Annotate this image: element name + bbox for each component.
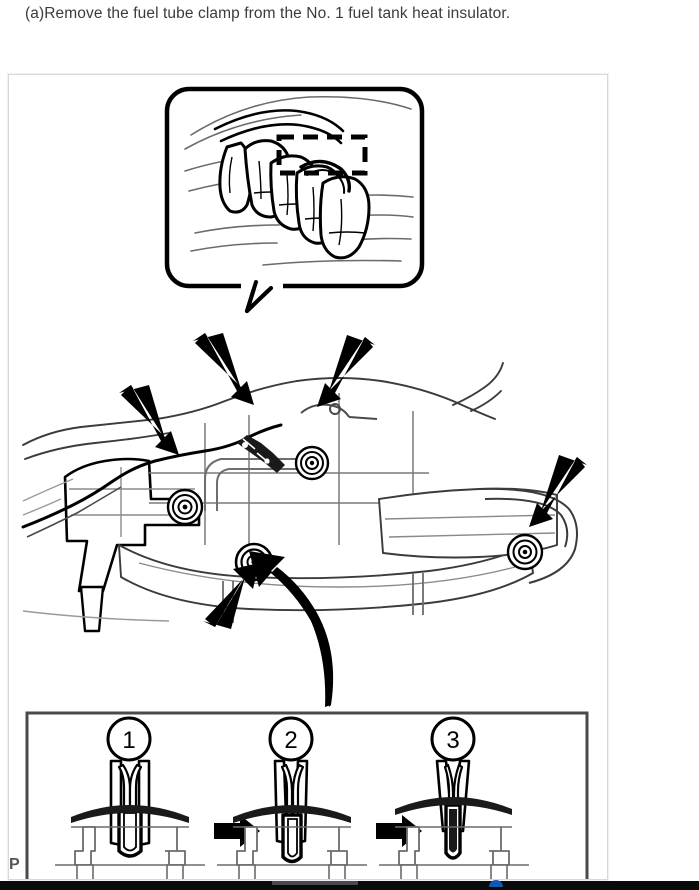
step-2-number: 2 [284,727,297,754]
arrow-to-right-end-grommet [529,455,587,527]
page-marker-label: P [9,856,20,873]
clamp-point-right-end [506,533,544,571]
step-1: 1 [55,716,205,879]
arrow-to-left-grommet [119,385,179,455]
arrow-to-upper-right-grommet [317,335,375,407]
fuel-tube-clamp [237,435,285,473]
bottom-accent-indicator [489,880,503,887]
clamp-point-upper-right [294,445,330,481]
arrow-to-center-bottom-grommet [203,563,259,629]
bottom-bar-handle[interactable] [272,881,358,885]
step-2: 2 [217,716,367,879]
step-1-circle [106,716,152,762]
instruction-text: (a)Remove the fuel tube clamp from the N… [25,5,511,22]
bottom-system-bar [0,881,699,890]
figure-illustration: 1 [21,86,589,879]
fuel-tank-assembly [21,362,578,633]
dashed-highlight-box [276,134,368,176]
callout-arrows [119,333,587,629]
step-1-number: 1 [122,727,135,754]
steps-panel: 1 [25,711,589,879]
step-2-circle [268,716,314,762]
arrow-to-fuel-tube-clamp [193,333,254,405]
step-3: 3 [379,716,529,879]
step-3-number: 3 [446,727,459,754]
figure-container: 1 [8,74,608,880]
clamp-point-left [166,488,204,526]
detail-link-curved-arrow [249,551,334,707]
callout-bubble [164,86,425,313]
step-3-circle [430,716,476,762]
finger-4 [318,175,371,260]
